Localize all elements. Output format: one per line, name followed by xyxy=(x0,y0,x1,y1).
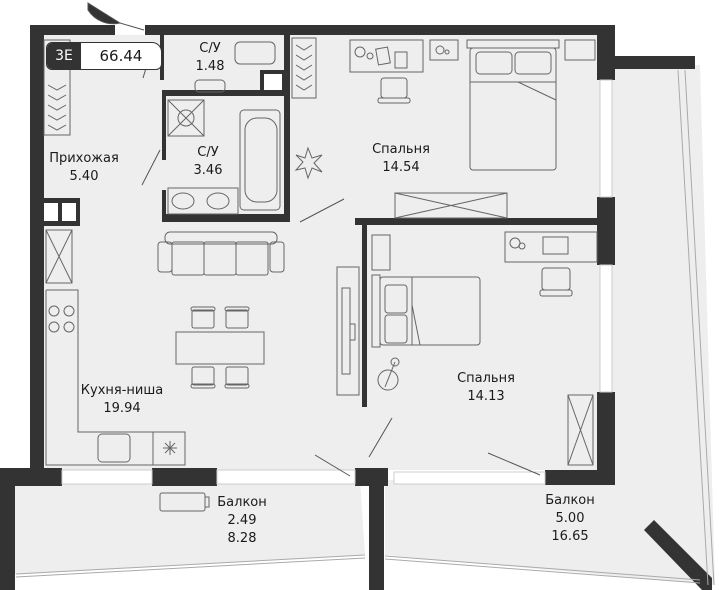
room-name: Кухня-ниша xyxy=(80,383,164,398)
room-name: С/У xyxy=(197,145,219,160)
room-area-full: 16.65 xyxy=(551,529,589,544)
apartment-total-area: 66.44 xyxy=(99,47,143,65)
room-name: С/У xyxy=(199,41,221,56)
room-area: 14.13 xyxy=(467,389,505,404)
room-area: 2.49 xyxy=(227,513,257,528)
room-name: Балкон xyxy=(217,495,267,510)
walls xyxy=(0,25,712,590)
apartment-badge: 3E 66.44 xyxy=(46,42,162,70)
room-name: Спальня xyxy=(372,142,430,157)
room-name: Спальня xyxy=(457,371,515,386)
room-hallway: Прихожая 5.40 xyxy=(49,150,119,186)
furniture xyxy=(43,37,598,512)
apartment-code: 3E xyxy=(47,43,81,69)
room-name: Прихожая xyxy=(49,151,119,166)
room-balcony-2: Балкон 5.00 16.65 xyxy=(545,492,595,546)
room-bathroom: С/У 3.46 xyxy=(194,144,223,180)
room-area: 5.40 xyxy=(69,169,99,184)
room-bedroom-1: Спальня 14.54 xyxy=(372,141,430,177)
room-area: 19.94 xyxy=(103,401,141,416)
windows xyxy=(61,79,613,485)
floors xyxy=(10,35,715,585)
room-area-full: 8.28 xyxy=(227,531,257,546)
room-kitchen: Кухня-ниша 19.94 xyxy=(81,382,163,418)
room-area: 3.46 xyxy=(193,163,223,178)
room-wc-small: С/У 1.48 xyxy=(196,40,225,76)
balcony-glazing xyxy=(15,69,715,586)
room-bedroom-2: Спальня 14.13 xyxy=(457,370,515,406)
room-area: 5.00 xyxy=(555,511,585,526)
room-area: 14.54 xyxy=(382,160,420,175)
room-area: 1.48 xyxy=(195,59,225,74)
doors xyxy=(87,2,541,477)
room-name: Балкон xyxy=(545,493,595,508)
room-balcony-1: Балкон 2.49 8.28 xyxy=(217,494,267,548)
